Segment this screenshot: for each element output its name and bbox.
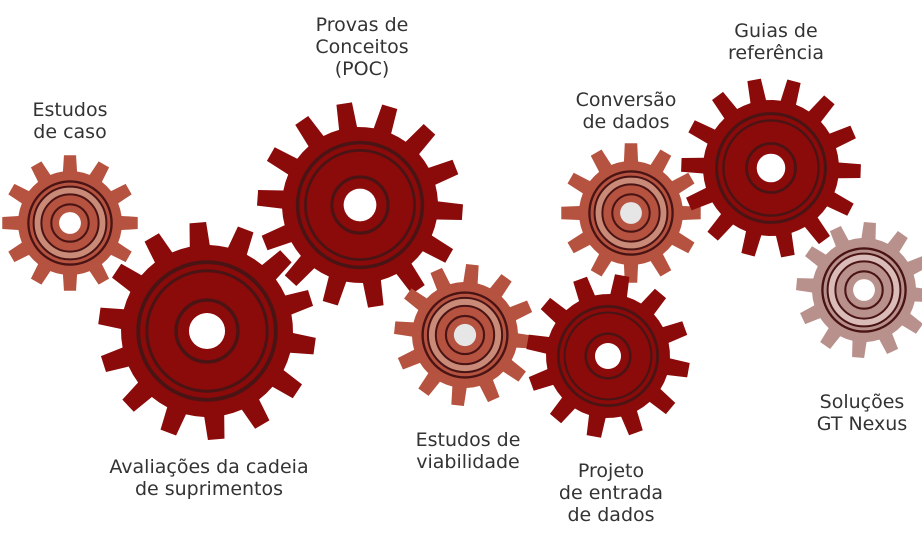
gear-core-ring	[40, 193, 100, 253]
gear-hole	[59, 212, 81, 234]
gear-hub-ring	[174, 298, 240, 364]
gear-inner-ring	[32, 185, 108, 261]
gear-outer-ring	[27, 180, 113, 266]
gear-avaliacoes-cadeia	[98, 222, 316, 440]
gear-inner-ring	[304, 149, 416, 261]
gear-estudos-de-caso	[2, 155, 138, 291]
gear-hub-ring	[584, 332, 632, 380]
gear-inner-ring	[563, 311, 653, 401]
gear-core-ring	[601, 183, 661, 243]
gear-hub-ring	[50, 203, 90, 243]
gear-guias-de-referencia	[681, 78, 861, 258]
gear-hole	[188, 312, 226, 350]
gear-hole	[453, 323, 477, 347]
gear-inner-ring	[826, 252, 902, 328]
gear-outer-ring	[136, 260, 278, 402]
gear-outer-ring	[421, 291, 509, 379]
gear-hole	[756, 153, 786, 183]
gear-inner-ring	[145, 269, 269, 393]
gear-conversao-de-dados	[561, 143, 701, 283]
gear-hub-ring	[330, 175, 390, 235]
gear-hub-ring	[745, 142, 797, 194]
gear-hole	[620, 202, 642, 224]
gear-hub-ring	[611, 193, 651, 233]
gear-outer-ring	[295, 140, 425, 270]
gear-inner-ring	[593, 175, 669, 251]
gear-inner-ring	[426, 296, 504, 374]
gear-outer-ring	[715, 112, 827, 224]
gear-hole	[343, 188, 377, 222]
gear-provas-de-conceitos	[257, 102, 463, 308]
gear-projeto-entrada-dados	[526, 274, 690, 438]
gear-core-ring	[434, 304, 496, 366]
gear-outer-ring	[557, 305, 659, 407]
gear-outer-ring	[588, 170, 674, 256]
gear-core-ring	[834, 260, 894, 320]
gear-hole	[594, 342, 622, 370]
gear-solucoes-gt-nexus	[796, 222, 922, 358]
gear-outer-ring	[821, 247, 907, 333]
gear-hub-ring	[444, 314, 486, 356]
gear-hole	[853, 279, 875, 301]
gear-inner-ring	[722, 119, 820, 217]
gear-hub-ring	[844, 270, 884, 310]
gear-estudos-de-viabilidade	[394, 264, 536, 406]
